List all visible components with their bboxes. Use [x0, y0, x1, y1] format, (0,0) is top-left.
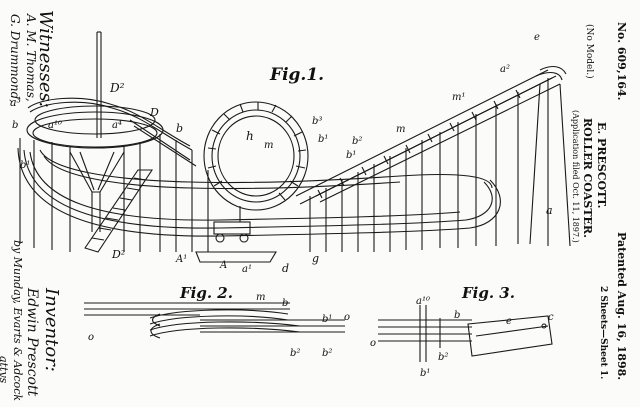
- left-platform: [26, 97, 164, 149]
- base-platform: [195, 251, 277, 263]
- stairway: [84, 169, 154, 253]
- inventor-name: Edwin Prescott: [24, 288, 40, 397]
- fig2-label-o-left: o: [88, 332, 94, 343]
- fig1-title: Fig.1.: [269, 65, 324, 85]
- label-D: D: [149, 106, 159, 119]
- mast: [96, 31, 102, 138]
- label-m1: m¹: [452, 92, 466, 103]
- inventor-attorney: by Munday, Evarts & Adcock: [11, 240, 24, 402]
- patented-date: Patented Aug. 16, 1898.: [615, 232, 628, 381]
- label-b1b: b¹: [346, 150, 356, 161]
- label-d: d: [282, 262, 289, 275]
- label-b-fig1a: b: [12, 120, 18, 131]
- fig2-drawing: [84, 302, 345, 339]
- application-note: (Application filed Oct. 11, 1897.): [571, 110, 580, 243]
- label-D2-top: D²: [109, 81, 125, 95]
- patent-number: No. 609,164.: [615, 22, 628, 101]
- fig3-label-c: c: [548, 312, 554, 323]
- label-m-right: m: [396, 124, 405, 135]
- label-b3: b³: [312, 116, 322, 127]
- fig3-reference-labels: a¹⁰ b e c b² b¹ o: [370, 296, 554, 379]
- label-g: g: [312, 252, 319, 265]
- inventor-attys: attys: [0, 356, 10, 384]
- label-b1-left: b¹: [20, 160, 30, 171]
- label-a3: a³: [10, 96, 21, 109]
- label-b-top: b: [176, 122, 183, 135]
- fig1-reference-labels: D² D a³ a¹⁰ a⁴ b b h m b¹ b¹ b² b³ m¹ m …: [10, 32, 553, 275]
- label-a4: a⁴: [112, 120, 122, 131]
- sheets-note: 2 Sheets—Sheet 1.: [598, 286, 608, 380]
- label-a2: a²: [500, 64, 510, 75]
- witness-name-2: G. Drummond,: [8, 14, 22, 104]
- fig1-drawing: [17, 31, 571, 263]
- fig2-label-b1: b¹: [322, 314, 332, 325]
- fig2-label-b2b: b²: [322, 348, 332, 359]
- lower-track: [17, 147, 501, 237]
- label-h: h: [246, 129, 254, 143]
- fig3-title: Fig. 3.: [461, 284, 515, 302]
- fig3-drawing: [378, 305, 553, 362]
- loop: [203, 101, 309, 211]
- model-note: (No Model.): [584, 24, 594, 79]
- fig2-title: Fig. 2.: [179, 284, 233, 302]
- label-b1: b¹: [318, 134, 328, 145]
- fig2-label-o: o: [344, 312, 350, 323]
- patent-title: ROLLER COASTER.: [581, 118, 594, 238]
- center-funnel: [69, 151, 125, 232]
- label-a1: a¹: [242, 264, 252, 275]
- fig3-label-a10: a¹⁰: [416, 296, 430, 307]
- fig3-label-b: b: [454, 310, 460, 321]
- fig3-label-o: o: [370, 338, 376, 349]
- label-e: e: [534, 32, 540, 43]
- fig3-label-e: e: [506, 316, 512, 327]
- witnesses-heading: Witnesses:: [35, 10, 56, 108]
- support-posts: [19, 78, 571, 252]
- inventor-printed: E. PRESCOTT.: [595, 122, 608, 209]
- witness-name-1: A. M. Thomas,: [24, 14, 38, 102]
- label-a: a: [546, 204, 553, 217]
- fig2-label-b2: b²: [290, 348, 300, 359]
- coaster-car: [213, 206, 251, 243]
- lift-track: [295, 65, 567, 205]
- label-a10: a¹⁰: [48, 120, 62, 131]
- fig2-label-b: b: [282, 298, 288, 309]
- label-m: m: [264, 140, 273, 151]
- fig3-label-b2: b²: [438, 352, 448, 363]
- fig3-label-b1: b¹: [420, 368, 430, 379]
- label-A1: A¹: [175, 254, 187, 265]
- fig2-reference-labels: m b b¹ o b² b² o: [88, 292, 350, 359]
- label-A: A: [219, 260, 227, 271]
- inventor-heading: Inventor:: [41, 288, 62, 372]
- fig2-label-m: m: [256, 292, 265, 303]
- label-D2-bottom: D²: [111, 248, 125, 261]
- label-b2: b²: [352, 136, 362, 147]
